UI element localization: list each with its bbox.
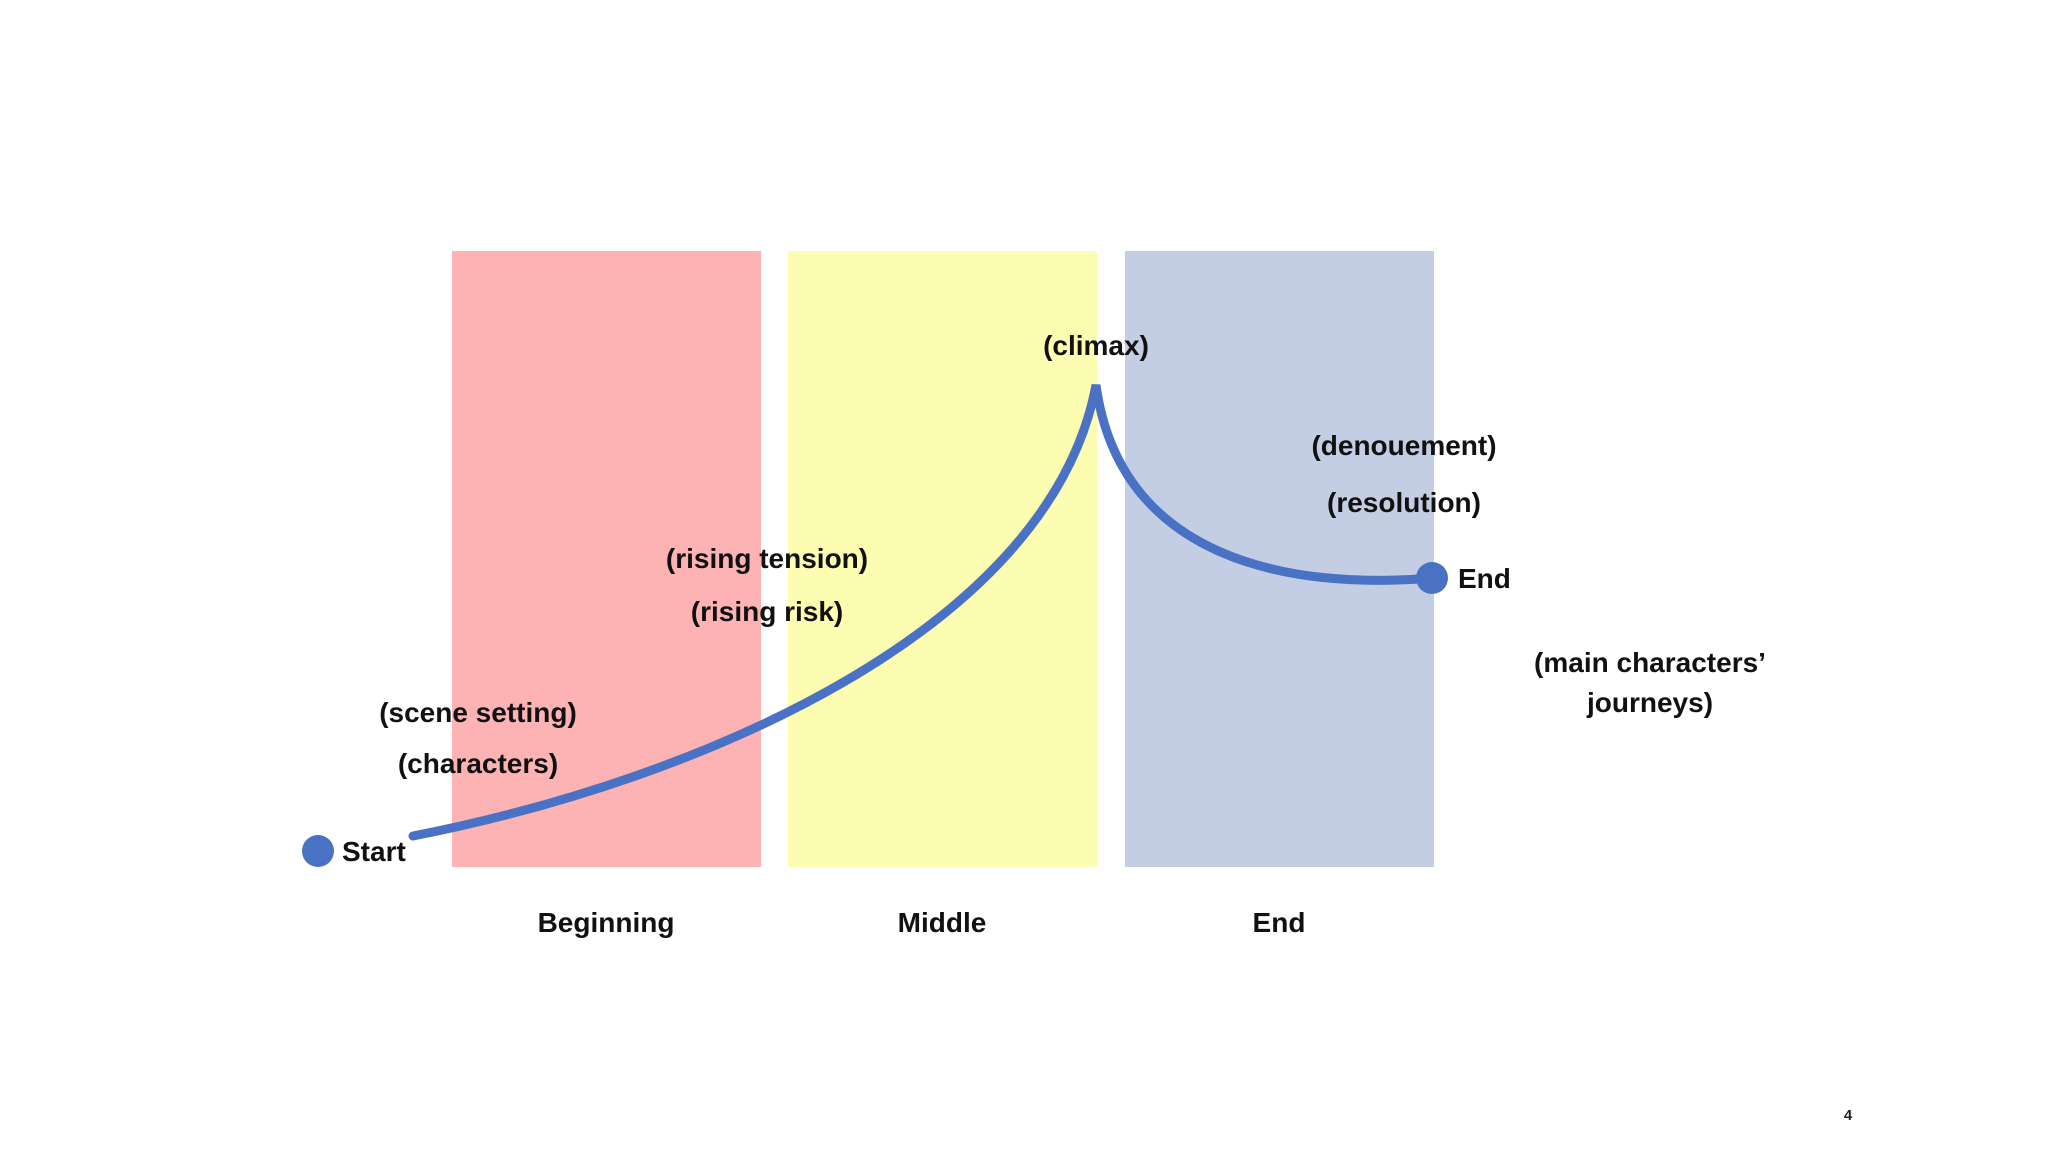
section-end-block: [1125, 251, 1434, 867]
annotation-denouement: (denouement): [1311, 430, 1496, 461]
start-label: Start: [342, 836, 406, 867]
section-middle-label: Middle: [898, 907, 987, 938]
annotation-scene-setting: (scene setting): [379, 697, 577, 728]
annotation-resolution: (resolution): [1327, 487, 1481, 518]
page-number: 4: [1844, 1107, 1853, 1124]
end-point-marker: [1416, 562, 1448, 594]
annotation-rising-risk: (rising risk): [691, 596, 843, 627]
end-label: End: [1458, 563, 1511, 594]
story-arc-curve: [408, 384, 1437, 841]
annotation-journeys-line1: (main characters’: [1534, 647, 1766, 678]
annotation-characters: (characters): [398, 748, 558, 779]
start-point-marker: [302, 835, 334, 867]
section-beginning-label: Beginning: [538, 907, 675, 938]
section-beginning-block: [452, 251, 761, 867]
section-end-label: End: [1253, 907, 1306, 938]
annotation-journeys-line2: journeys): [1586, 687, 1713, 718]
annotation-climax: (climax): [1043, 330, 1149, 361]
annotation-rising-tension: (rising tension): [666, 543, 868, 574]
section-middle-block: [788, 251, 1097, 867]
